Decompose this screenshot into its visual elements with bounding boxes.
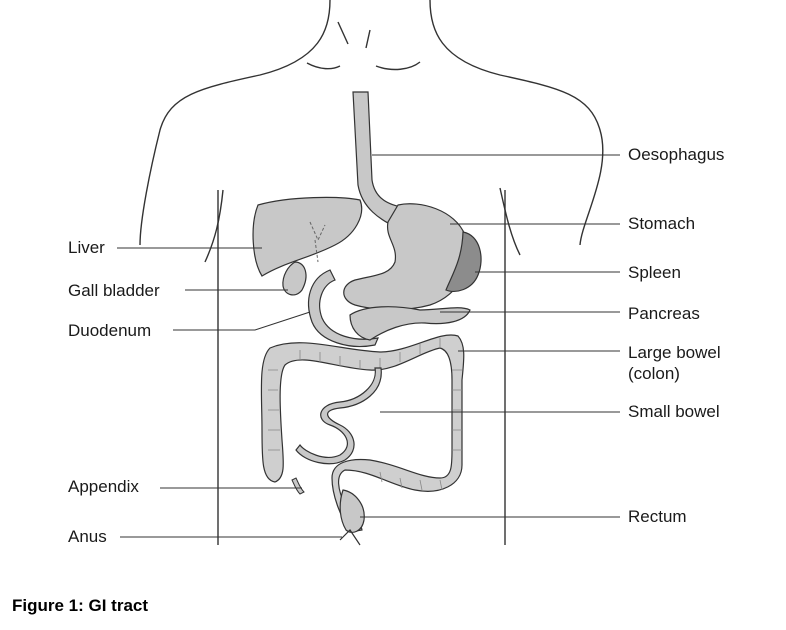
label-stomach: Stomach — [628, 214, 696, 233]
small-bowel-shape — [295, 367, 382, 465]
liver-shape — [252, 196, 363, 277]
label-large-bowel-line2: (colon) — [628, 364, 680, 383]
stomach-shape — [343, 203, 469, 311]
colon-haustra — [268, 338, 462, 491]
duodenum-shape — [308, 269, 379, 348]
label-oesophagus: Oesophagus — [628, 145, 725, 164]
gall-bladder-shape — [282, 261, 307, 296]
rectum-shape — [339, 489, 365, 533]
label-liver: Liver — [68, 238, 105, 257]
label-large-bowel: Large bowel (colon) — [628, 342, 721, 384]
bile-ducts — [309, 221, 326, 263]
label-pancreas: Pancreas — [628, 304, 700, 323]
spleen-shape — [445, 231, 482, 293]
pancreas-shape — [349, 306, 471, 341]
label-rectum: Rectum — [628, 507, 687, 526]
label-duodenum: Duodenum — [68, 321, 152, 340]
label-appendix: Appendix — [68, 477, 139, 496]
figure-caption: Figure 1: GI tract — [12, 596, 149, 615]
label-small-bowel: Small bowel — [628, 402, 720, 421]
label-anus: Anus — [68, 527, 107, 546]
label-gall-bladder: Gall bladder — [68, 281, 160, 300]
leader-duodenum — [173, 311, 311, 331]
anus-lines — [339, 529, 361, 546]
leader-lines — [117, 154, 620, 538]
label-spleen: Spleen — [628, 263, 681, 282]
large-bowel-shape — [260, 334, 465, 533]
torso-outline — [139, 0, 604, 545]
label-large-bowel-line1: Large bowel — [628, 343, 721, 362]
appendix-shape — [291, 477, 305, 495]
